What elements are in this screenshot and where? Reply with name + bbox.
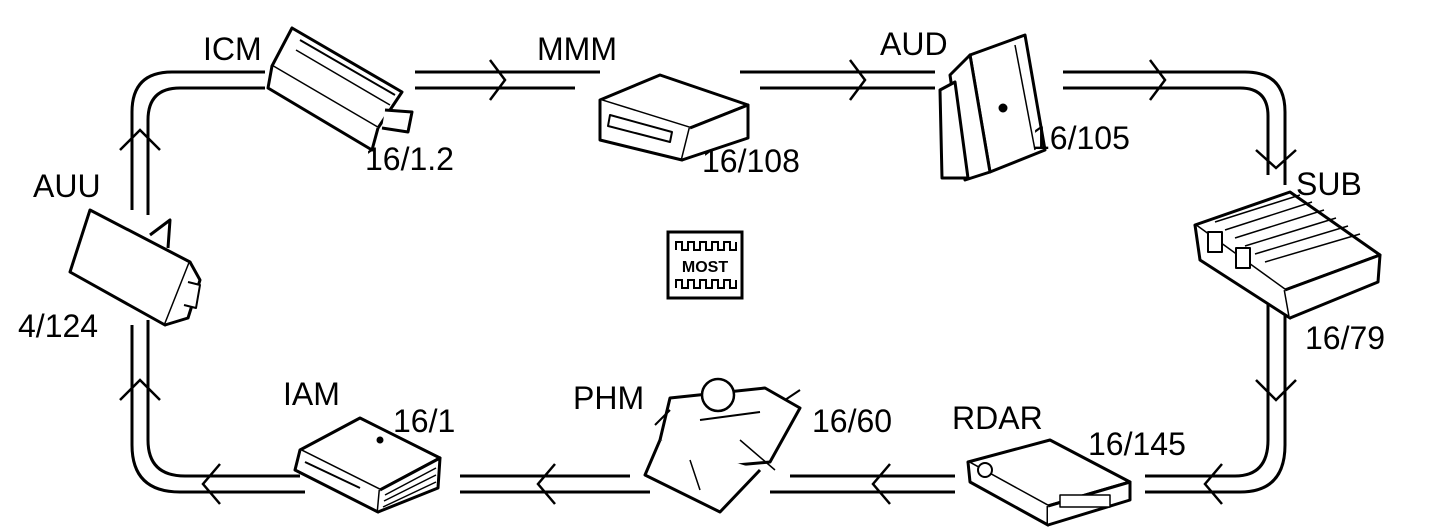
flow-arrow-icon [460, 463, 650, 505]
ring-pipes [119, 59, 1297, 505]
flow-arrow-icon [415, 59, 600, 101]
flow-arrow-icon [770, 463, 955, 505]
flow-arrow-icon [1063, 59, 1297, 185]
module-part-auu: 4/124 [18, 308, 99, 344]
module-part-mmm: 16/108 [702, 143, 800, 179]
module-box-icon [598, 73, 750, 162]
module-box-icon [68, 208, 202, 327]
module-name-aud: AUD [880, 26, 948, 62]
module-box-icon [938, 33, 1047, 182]
module-part-rdar: 16/145 [1088, 426, 1186, 462]
module-box-icon [1193, 190, 1382, 320]
module-part-icm: 16/1.2 [365, 141, 454, 177]
module-box-icon [643, 377, 802, 514]
module-name-iam: IAM [283, 376, 340, 412]
module-box-icon [293, 416, 442, 514]
module-name-rdar: RDAR [952, 400, 1043, 436]
module-name-mmm: MMM [537, 31, 617, 67]
module-name-sub: SUB [1296, 166, 1362, 202]
most-badge-label: MOST [682, 259, 728, 276]
module-name-icm: ICM [203, 31, 262, 67]
most-badge: MOST [666, 230, 744, 300]
module-part-iam: 16/1 [393, 403, 456, 439]
module-name-phm: PHM [573, 380, 645, 416]
flow-arrow-icon [740, 59, 935, 101]
module-name-auu: AUU [33, 168, 101, 204]
flow-arrow-icon [1145, 295, 1297, 505]
signal-waveform-icon [675, 241, 737, 289]
module-part-phm: 16/60 [812, 403, 893, 439]
module-box-icon [266, 26, 414, 152]
module-part-aud: 16/105 [1032, 120, 1130, 156]
module-part-sub: 16/79 [1305, 320, 1386, 356]
flow-arrow-icon [119, 320, 305, 505]
module-box-icon [966, 438, 1132, 527]
flow-arrow-icon [119, 70, 265, 215]
